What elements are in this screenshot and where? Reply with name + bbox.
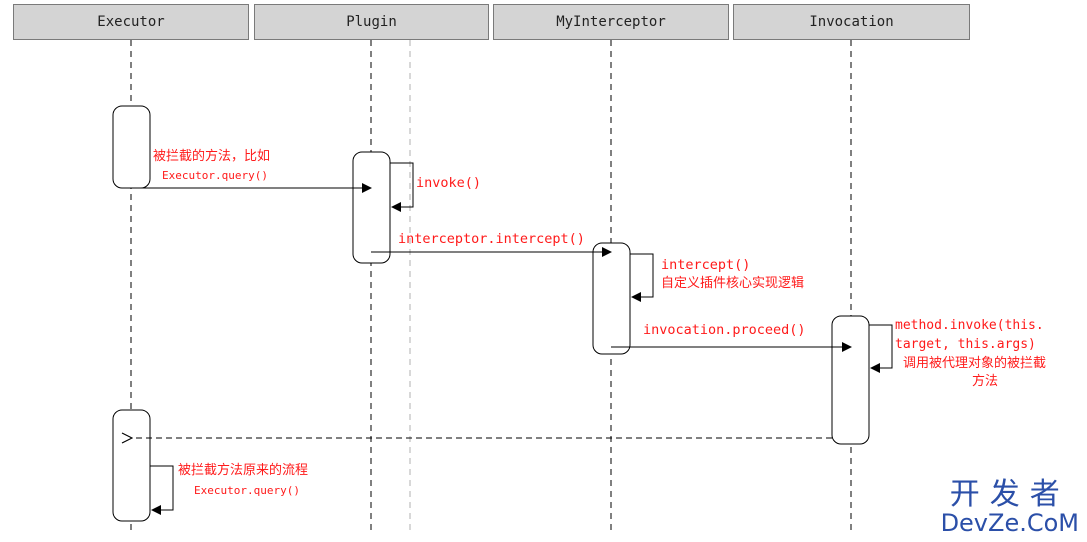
message-label-method-invoke-4: 方法 bbox=[972, 374, 999, 389]
message-label-invoke: invoke() bbox=[416, 175, 482, 191]
message-label-original-flow: 被拦截方法原来的流程 bbox=[178, 463, 309, 478]
message-label-original-query: Executor.query() bbox=[194, 484, 300, 497]
message-label-method-invoke-2: target, this.args) bbox=[895, 337, 1036, 352]
watermark: 开发者 DevZe.CoM bbox=[940, 476, 1079, 537]
message-label-intercept-call: interceptor.intercept() bbox=[398, 231, 585, 247]
participant-myinterceptor: MyInterceptor bbox=[493, 4, 729, 40]
self-call-original-flow bbox=[150, 465, 174, 515]
activation-plugin bbox=[352, 151, 391, 264]
message-label-1b: Executor.query() bbox=[162, 169, 268, 182]
activation-executor-1 bbox=[112, 105, 151, 189]
participant-label: Executor bbox=[97, 14, 165, 30]
message-label-intercept-desc: 自定义插件核心实现逻辑 bbox=[661, 276, 805, 291]
self-call-intercept bbox=[630, 253, 654, 302]
activation-invocation bbox=[831, 315, 870, 445]
participant-label: MyInterceptor bbox=[556, 14, 666, 30]
message-label-intercept: intercept() bbox=[661, 257, 751, 273]
self-call-method-invoke bbox=[869, 324, 893, 373]
watermark-cn: 开发者 bbox=[949, 476, 1070, 512]
participant-label: Plugin bbox=[346, 14, 397, 30]
message-label-method-invoke-3: 调用被代理对象的被拦截 bbox=[903, 356, 1047, 371]
message-label-proceed: invocation.proceed() bbox=[643, 322, 806, 338]
message-label-1a: 被拦截的方法，比如 bbox=[153, 149, 271, 164]
participant-executor: Executor bbox=[13, 4, 249, 40]
watermark-en: DevZe.CoM bbox=[940, 508, 1079, 537]
message-label-method-invoke-1: method.invoke(this. bbox=[895, 318, 1044, 333]
participant-invocation: Invocation bbox=[733, 4, 970, 40]
activation-executor-2 bbox=[112, 409, 151, 522]
self-call-invoke bbox=[390, 162, 414, 212]
activation-myinterceptor bbox=[592, 242, 631, 355]
participant-label: Invocation bbox=[809, 14, 894, 30]
participant-plugin: Plugin bbox=[254, 4, 489, 40]
